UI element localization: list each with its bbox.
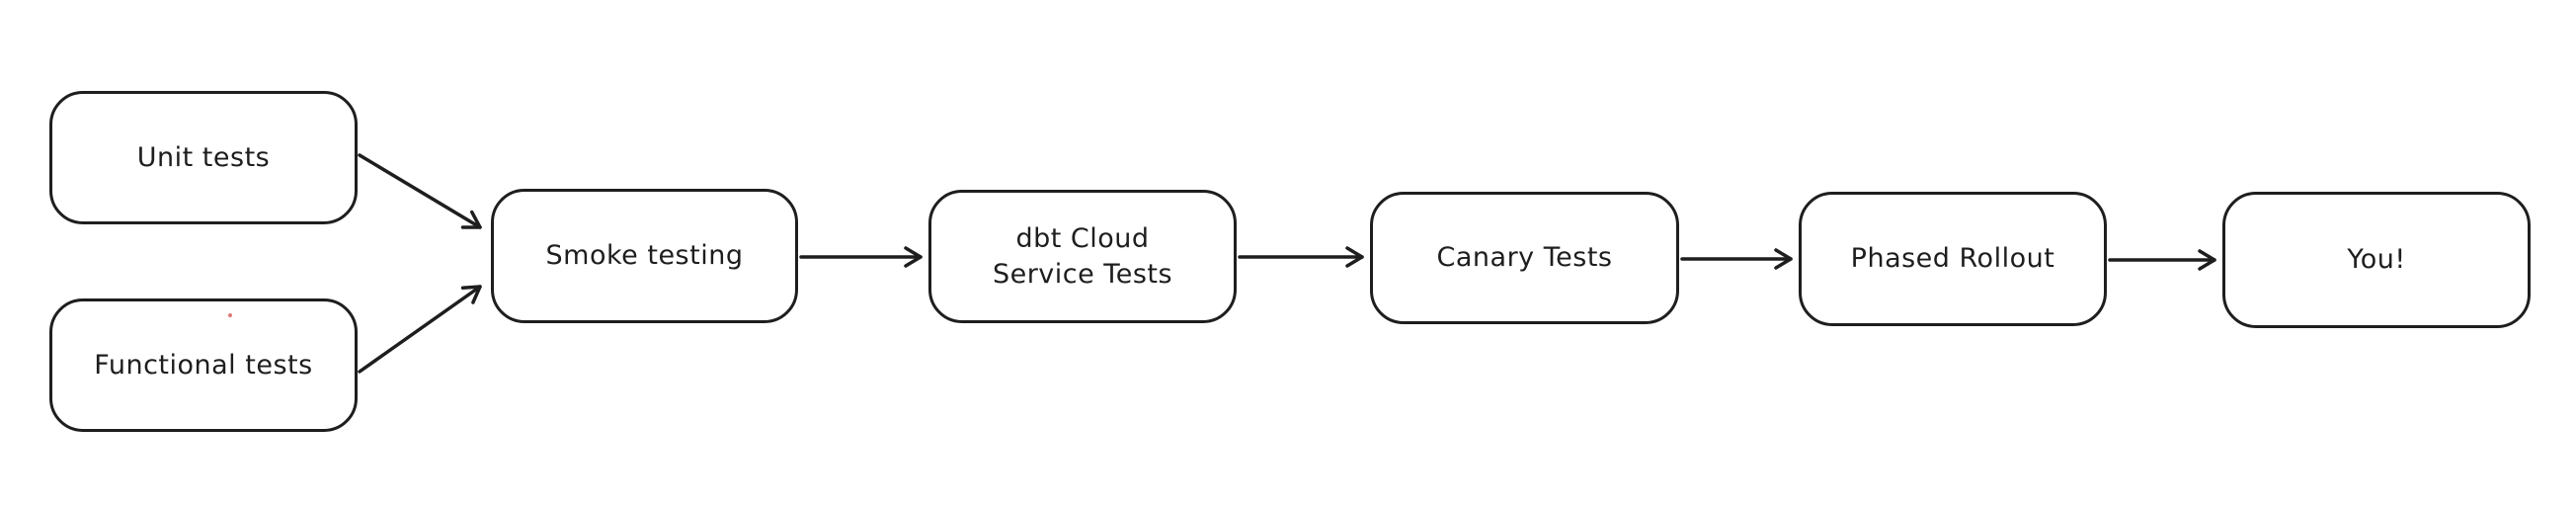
node-you-label: You! — [2347, 244, 2406, 276]
node-phased-rollout: Phased Rollout — [1799, 192, 2107, 326]
arrow-unit-tests-to-smoke-testing — [358, 153, 482, 229]
node-functional-tests-label: Functional tests — [94, 349, 313, 381]
node-smoke-testing-label: Smoke testing — [545, 240, 744, 272]
node-functional-tests: Functional tests — [49, 298, 358, 432]
node-canary-tests-label: Canary Tests — [1436, 242, 1613, 274]
arrow-functional-tests-to-smoke-testing — [358, 285, 482, 374]
node-unit-tests: Unit tests — [49, 91, 358, 224]
node-you: You! — [2222, 192, 2531, 328]
node-dbt-cloud-service-tests: dbt Cloud Service Tests — [928, 190, 1237, 323]
stray-red-dot — [228, 313, 232, 317]
node-smoke-testing: Smoke testing — [491, 189, 798, 323]
node-dbt-cloud-service-tests-label: dbt Cloud Service Tests — [992, 223, 1173, 290]
node-canary-tests: Canary Tests — [1370, 192, 1679, 324]
node-phased-rollout-label: Phased Rollout — [1850, 243, 2055, 275]
node-unit-tests-label: Unit tests — [136, 141, 271, 173]
